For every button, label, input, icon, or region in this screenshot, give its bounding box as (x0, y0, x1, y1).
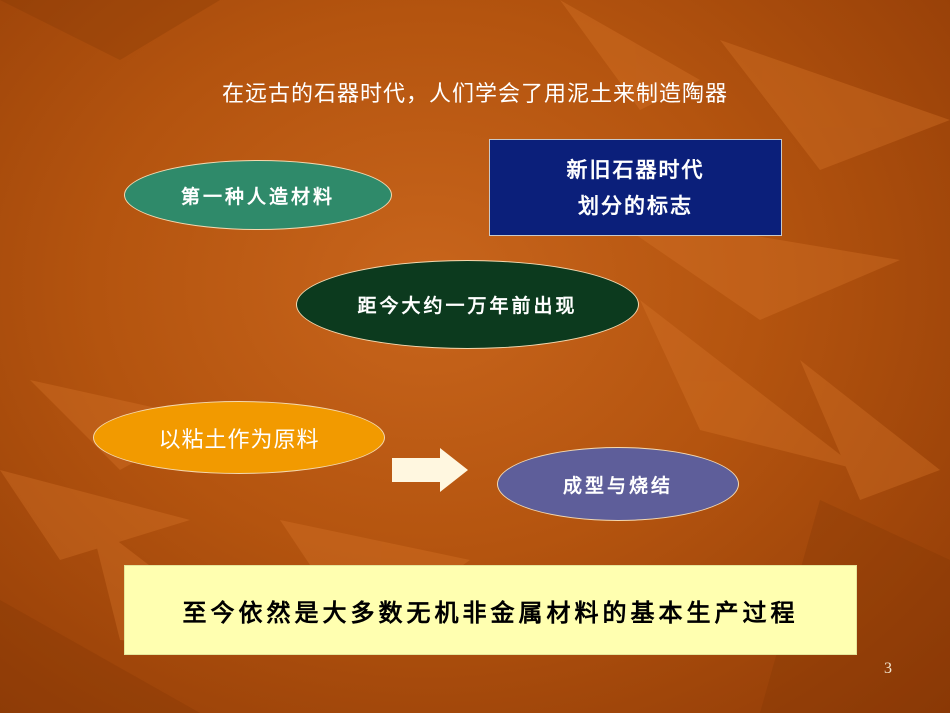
conclusion-box: 至今依然是大多数无机非金属材料的基本生产过程 (124, 565, 857, 655)
page-number: 3 (884, 660, 892, 677)
era-marker-line2: 划分的标志 (578, 193, 693, 218)
appearance-label: 距今大约一万年前出现 (357, 295, 578, 317)
slide-title: 在远古的石器时代，人们学会了用泥土来制造陶器 (221, 82, 728, 107)
raw-material-label: 以粘土作为原料 (158, 427, 320, 453)
process-label: 成型与烧结 (562, 474, 673, 497)
process-oval: 成型与烧结 (497, 447, 739, 521)
first-material-oval: 第一种人造材料 (124, 160, 392, 230)
appearance-oval: 距今大约一万年前出现 (296, 260, 639, 349)
conclusion-text: 至今依然是大多数无机非金属材料的基本生产过程 (182, 598, 799, 627)
first-material-label: 第一种人造材料 (180, 185, 335, 208)
right-block-arrow-icon (392, 448, 468, 492)
era-marker-line1: 新旧石器时代 (566, 157, 705, 182)
raw-material-oval: 以粘土作为原料 (93, 401, 385, 474)
era-marker-box: 新旧石器时代 划分的标志 (489, 139, 782, 236)
